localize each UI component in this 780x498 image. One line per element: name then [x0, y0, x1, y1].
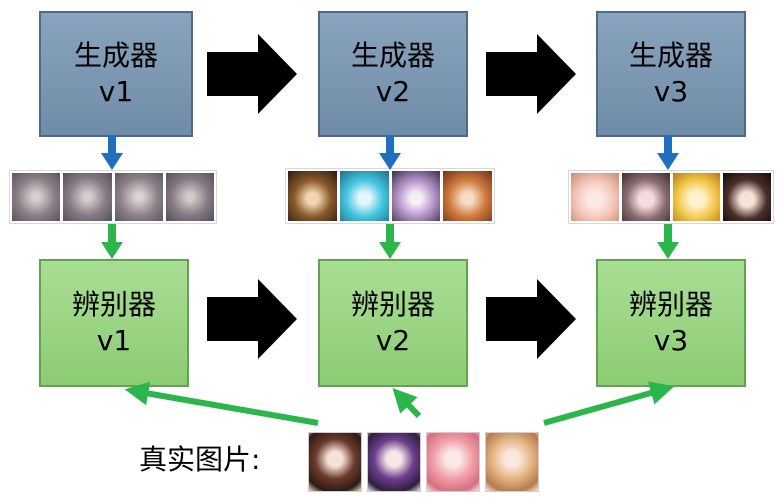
generated-image	[114, 173, 163, 221]
blue-arrow-v3	[657, 135, 679, 170]
real-to-dis-v2-arrow	[392, 388, 422, 419]
real-images-label: 真实图片:	[139, 443, 261, 476]
generated-images-v3	[568, 170, 774, 224]
generated-image	[63, 173, 112, 221]
generated-image	[723, 173, 771, 221]
generated-image	[339, 171, 389, 221]
generator-v2-version: v2	[375, 75, 411, 108]
generator-v1-version: v1	[98, 75, 134, 108]
blue-arrow-v1	[101, 135, 123, 170]
generated-image	[12, 173, 61, 221]
big-arrow-dis-2-3	[486, 279, 576, 359]
discriminator-v1-title: 辨别器	[71, 288, 156, 321]
generated-image	[571, 173, 619, 221]
real-image	[308, 432, 362, 492]
discriminator-v1-box: 辨别器 v1	[39, 259, 189, 387]
discriminator-v3-version: v3	[653, 324, 689, 357]
real-to-dis-v3-arrow	[543, 381, 675, 426]
generated-image	[288, 171, 337, 221]
real-image	[426, 432, 480, 492]
green-arrow-v3	[657, 224, 679, 259]
green-arrow-v1	[101, 224, 123, 259]
big-arrow-gen-2-3	[486, 34, 576, 114]
generated-image	[672, 173, 721, 221]
discriminator-v2-version: v2	[375, 324, 411, 357]
generated-image	[165, 173, 214, 221]
generator-v2-box: 生成器 v2	[318, 11, 468, 137]
blue-arrow-v2	[379, 135, 401, 170]
real-image	[367, 432, 421, 492]
real-to-dis-v1-arrow	[124, 381, 319, 426]
green-arrow-v2	[379, 224, 401, 259]
discriminator-v2-title: 辨别器	[350, 288, 435, 321]
discriminator-v1-version: v1	[96, 324, 132, 357]
generated-image	[391, 171, 441, 221]
real-image	[485, 432, 539, 492]
discriminator-v2-box: 辨别器 v2	[318, 259, 468, 387]
big-arrow-dis-1-2	[207, 279, 297, 359]
generated-image	[621, 173, 670, 221]
big-arrow-gen-1-2	[207, 34, 297, 114]
generator-v3-version: v3	[653, 75, 689, 108]
generated-images-v1	[9, 170, 217, 224]
generator-v1-box: 生成器 v1	[39, 11, 193, 137]
generator-v3-title: 生成器	[628, 39, 713, 72]
generated-image	[443, 171, 492, 221]
generator-v1-title: 生成器	[73, 39, 158, 72]
discriminator-v3-title: 辨别器	[628, 288, 713, 321]
generator-v2-title: 生成器	[350, 39, 435, 72]
